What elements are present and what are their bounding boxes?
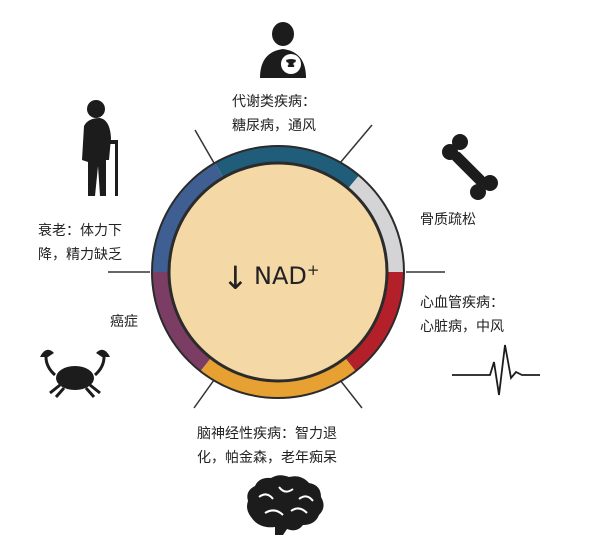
label-aging-line-2: 降，精力缺乏 xyxy=(38,247,122,263)
brain-icon xyxy=(247,475,324,535)
label-neuro-line-1: 脑神经性疾病：智力退 xyxy=(197,426,337,442)
divider-lines xyxy=(108,124,445,409)
label-aging-line-1: 衰老：体力下 xyxy=(38,223,122,239)
label-cardio: 心血管疾病： 心脏病，中风 xyxy=(420,291,504,339)
label-neuro: 脑神经性疾病：智力退 化，帕金森，老年痴呆 xyxy=(197,422,337,470)
label-aging: 衰老：体力下 降，精力缺乏 xyxy=(38,219,122,267)
ring-outline xyxy=(151,145,405,399)
ring-segment-neuro xyxy=(200,357,356,399)
bone-icon xyxy=(442,134,498,200)
label-metabolic-line-2: 糖尿病，通风 xyxy=(232,118,316,134)
label-neuro-line-2: 化，帕金森，老年痴呆 xyxy=(197,450,337,466)
doctor-icon xyxy=(260,22,306,78)
label-cardio-line-1: 心血管疾病： xyxy=(420,295,504,311)
divider-line xyxy=(194,129,215,164)
label-cancer: 癌症 xyxy=(110,310,138,334)
divider-line xyxy=(339,124,373,164)
crab-icon xyxy=(40,349,110,398)
label-cardio-line-2: 心脏病，中风 xyxy=(420,319,504,335)
inner-circle xyxy=(167,161,389,383)
nad-text: NAD xyxy=(254,262,307,290)
ring-segment-metabolic xyxy=(215,146,359,190)
nad-superscript: + xyxy=(307,261,320,279)
label-bone: 骨质疏松 xyxy=(420,208,476,232)
elderly-person-icon xyxy=(82,100,118,196)
label-metabolic-line-1: 代谢类疾病： xyxy=(232,94,316,110)
divider-line xyxy=(193,379,215,409)
divider-line xyxy=(339,379,363,409)
label-cancer-line-1: 癌症 xyxy=(110,314,138,330)
down-arrow: ↓ xyxy=(222,259,249,297)
label-bone-line-1: 骨质疏松 xyxy=(420,212,476,228)
label-metabolic: 代谢类疾病： 糖尿病，通风 xyxy=(232,90,316,138)
nad-label: NAD+ xyxy=(254,261,319,290)
heartbeat-icon xyxy=(452,344,540,396)
